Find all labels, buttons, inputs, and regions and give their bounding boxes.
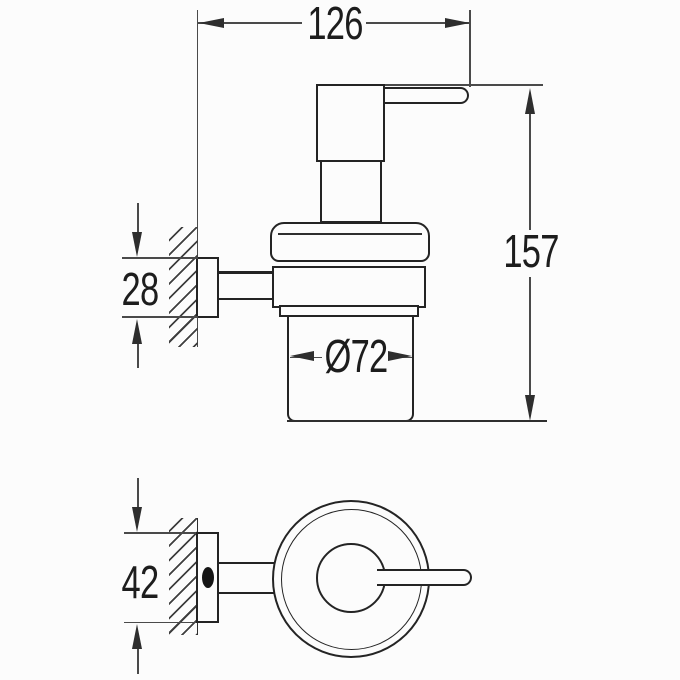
extension-line-28-bottom <box>122 316 198 319</box>
arrowhead-126-left-icon <box>199 18 224 29</box>
holder-arm-front-top-edge <box>218 271 275 274</box>
extension-line-126-right <box>468 10 471 87</box>
holder-ring-front <box>272 266 426 308</box>
dimension-line-157-upper <box>529 112 531 230</box>
dimension-line-28-upper <box>137 203 140 232</box>
arrowhead-157-up-icon <box>524 87 535 114</box>
dimension-line-42-lower <box>137 648 140 674</box>
extension-line-28-top <box>122 256 198 259</box>
dimension-value-glass-diameter: Ø72 <box>324 330 388 383</box>
dispenser-cap <box>269 222 430 262</box>
wall-face-line-front <box>196 10 199 347</box>
dimension-line-126-right <box>366 22 470 25</box>
pump-head <box>315 84 385 162</box>
pump-lever-plan <box>377 568 472 586</box>
dimension-value-overall-width: 126 <box>307 0 363 50</box>
extension-line-42-bottom <box>124 621 197 624</box>
dispenser-cap-inner-line <box>278 233 422 235</box>
dimension-line-28-lower <box>137 344 140 368</box>
arrowhead-72-left-icon <box>290 351 314 362</box>
arrowhead-28-down-icon <box>132 231 143 257</box>
dimension-value-bracket-height: 28 <box>121 263 160 316</box>
holder-arm-plan-top-edge <box>218 561 278 564</box>
pump-opening-circle <box>316 543 386 613</box>
arrowhead-42-up-icon <box>132 623 143 649</box>
dimension-value-overall-height: 157 <box>503 225 559 278</box>
dimension-line-126-left <box>198 22 302 25</box>
dimension-value-bracket-depth: 42 <box>121 556 160 609</box>
holder-arm-front-bottom-edge <box>218 297 275 300</box>
pump-spout <box>383 87 469 104</box>
pump-neck <box>319 159 382 223</box>
wall-hatching-front <box>168 227 198 347</box>
screw-hole <box>202 567 214 588</box>
bracket-wall-plate-front <box>196 257 219 318</box>
dimension-line-157-lower <box>529 277 531 395</box>
arrowhead-28-up-icon <box>132 318 143 344</box>
arrowhead-126-right-icon <box>445 18 470 29</box>
holder-arm-plan-bottom-edge <box>218 591 278 594</box>
arrowhead-157-down-icon <box>524 394 535 421</box>
dimension-line-42-upper <box>137 478 140 508</box>
extension-line-42-top <box>124 532 197 534</box>
arrowhead-42-down-icon <box>132 507 143 532</box>
glass-body <box>286 314 414 422</box>
arrowhead-72-right-icon <box>388 351 412 362</box>
extension-line-157-bottom <box>286 420 547 422</box>
wall-hatching-plan <box>169 518 198 635</box>
extension-line-157-top <box>384 84 543 86</box>
